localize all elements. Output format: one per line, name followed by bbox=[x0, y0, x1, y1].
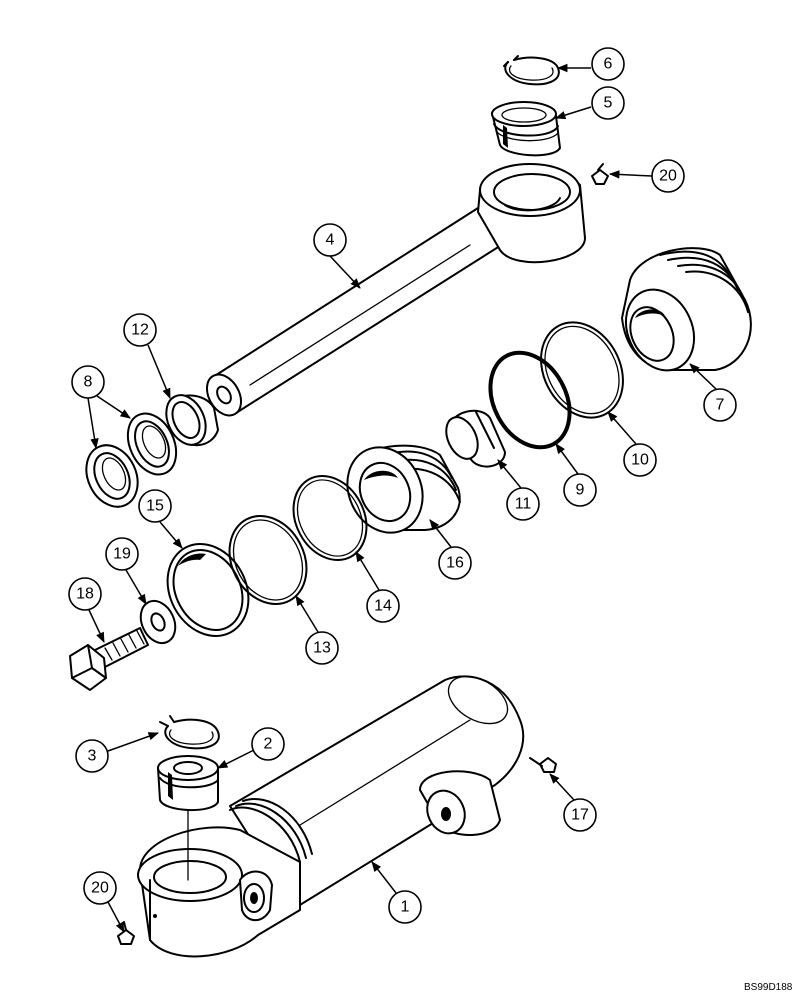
drawing-code: BS99D188 bbox=[744, 982, 793, 993]
callout-17: 17 bbox=[563, 798, 597, 832]
svg-text:1: 1 bbox=[401, 899, 410, 916]
bearing-part-2 bbox=[157, 755, 219, 812]
bushing-part-11 bbox=[445, 409, 506, 468]
wear-ring-part-14 bbox=[292, 474, 368, 562]
leader-lines bbox=[87, 63, 717, 933]
svg-text:5: 5 bbox=[604, 95, 613, 112]
backup-ring-part-10 bbox=[540, 321, 624, 419]
gland-part-7 bbox=[621, 247, 752, 372]
svg-text:9: 9 bbox=[576, 482, 585, 499]
svg-text:19: 19 bbox=[113, 546, 131, 563]
svg-text:13: 13 bbox=[313, 640, 331, 657]
callout-19: 19 bbox=[105, 537, 139, 571]
callout-20-bottom: 20 bbox=[83, 871, 117, 905]
svg-text:2: 2 bbox=[264, 736, 273, 753]
split-ring-part-15 bbox=[166, 543, 250, 637]
callout-11: 11 bbox=[506, 487, 540, 521]
callout-2: 2 bbox=[251, 727, 285, 761]
svg-text:6: 6 bbox=[604, 56, 613, 73]
callout-12: 12 bbox=[123, 313, 157, 347]
callout-18: 18 bbox=[68, 577, 102, 611]
callout-13: 13 bbox=[305, 631, 339, 665]
wiper-seal-part-8b bbox=[85, 444, 139, 508]
svg-text:10: 10 bbox=[631, 452, 649, 469]
svg-text:20: 20 bbox=[91, 880, 109, 897]
svg-text:15: 15 bbox=[146, 498, 164, 515]
svg-text:18: 18 bbox=[76, 586, 94, 603]
svg-text:12: 12 bbox=[131, 322, 149, 339]
callout-16: 16 bbox=[438, 546, 472, 580]
piston-rod-part-4 bbox=[205, 163, 586, 417]
callout-10: 10 bbox=[623, 443, 657, 477]
callout-6: 6 bbox=[591, 47, 625, 81]
wiper-seal-part-8a bbox=[126, 412, 178, 476]
callout-9: 9 bbox=[563, 473, 597, 507]
callout-8: 8 bbox=[71, 365, 105, 399]
svg-text:11: 11 bbox=[515, 496, 532, 513]
svg-text:8: 8 bbox=[84, 374, 93, 391]
rod-seal-part-12 bbox=[165, 394, 219, 446]
cylinder-barrel-part-1 bbox=[137, 675, 525, 958]
callout-5: 5 bbox=[591, 86, 625, 120]
piston-part-16 bbox=[346, 444, 461, 534]
svg-text:7: 7 bbox=[716, 397, 725, 414]
bearing-part-5 bbox=[491, 101, 561, 157]
seal-ring-part-13 bbox=[228, 515, 308, 605]
callout-3: 3 bbox=[75, 739, 109, 773]
callout-15: 15 bbox=[138, 489, 172, 523]
fitting-part-17 bbox=[529, 757, 557, 773]
svg-text:20: 20 bbox=[659, 168, 677, 185]
svg-text:16: 16 bbox=[446, 555, 464, 572]
snap-ring-part-3 bbox=[159, 715, 220, 750]
callout-7: 7 bbox=[703, 388, 737, 422]
snap-ring-part-6 bbox=[503, 55, 560, 86]
o-ring-part-9 bbox=[488, 350, 572, 450]
svg-text:17: 17 bbox=[571, 807, 589, 824]
bolt-part-18 bbox=[69, 627, 149, 691]
svg-text:4: 4 bbox=[326, 232, 335, 249]
callout-20-top: 20 bbox=[651, 159, 685, 193]
grease-fitting-part-20-top bbox=[591, 163, 609, 185]
washer-part-19 bbox=[139, 599, 177, 645]
callout-1: 1 bbox=[388, 890, 422, 924]
svg-text:14: 14 bbox=[374, 598, 392, 615]
callout-14: 14 bbox=[366, 589, 400, 623]
svg-text:3: 3 bbox=[88, 748, 97, 765]
callout-4: 4 bbox=[313, 223, 347, 257]
